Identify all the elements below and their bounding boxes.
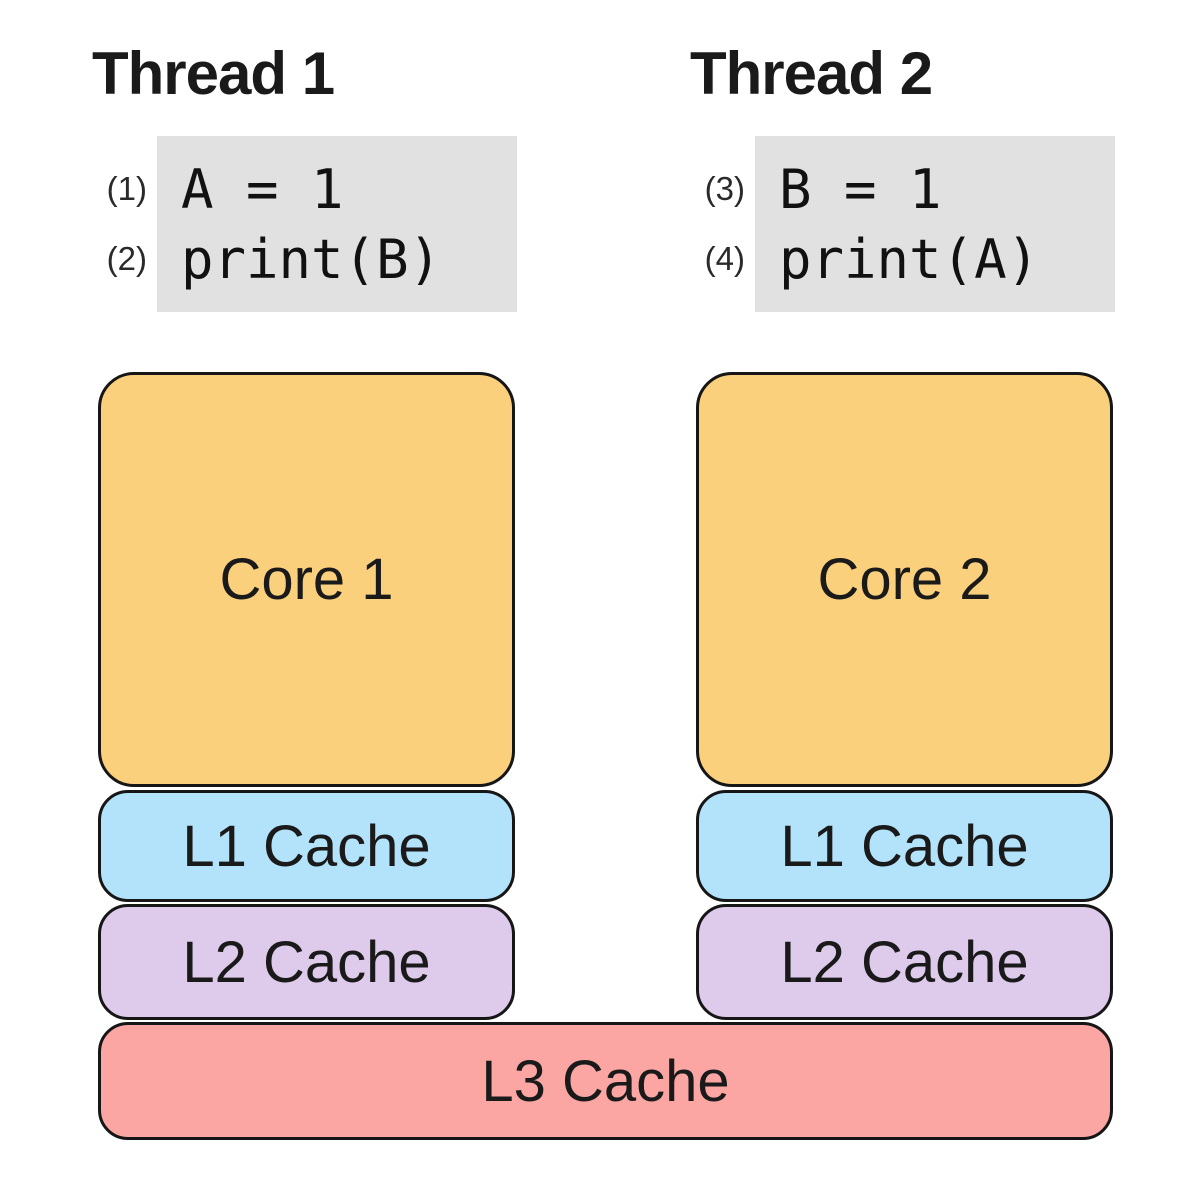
line-number: (1) bbox=[106, 170, 147, 207]
core-1-l1-cache-label: L1 Cache bbox=[182, 813, 431, 879]
thread-1-title: Thread 1 bbox=[92, 40, 335, 107]
code-line: print(B) bbox=[181, 227, 442, 291]
core-2-box: Core 2 bbox=[696, 372, 1113, 787]
code-line: print(A) bbox=[779, 227, 1040, 291]
core-1-l2-cache-box: L2 Cache bbox=[98, 904, 515, 1020]
code-line: A = 1 bbox=[181, 157, 344, 221]
core-1-label: Core 1 bbox=[219, 547, 394, 612]
thread-2-code-block: (3) (4) B = 1 print(A) bbox=[703, 136, 1115, 312]
core-1-box: Core 1 bbox=[98, 372, 515, 787]
core-2-l2-cache-label: L2 Cache bbox=[780, 929, 1029, 995]
l3-cache-label: L3 Cache bbox=[481, 1048, 730, 1114]
thread-2-code-area: B = 1 print(A) bbox=[755, 136, 1115, 312]
thread-2-line-numbers: (3) (4) bbox=[703, 136, 755, 312]
core-1-l1-cache-box: L1 Cache bbox=[98, 790, 515, 902]
core-2-l2-cache-box: L2 Cache bbox=[696, 904, 1113, 1020]
line-number: (4) bbox=[704, 240, 745, 277]
core-2-label: Core 2 bbox=[817, 547, 992, 612]
thread-2-title: Thread 2 bbox=[690, 40, 933, 107]
thread-1-code-block: (1) (2) A = 1 print(B) bbox=[105, 136, 517, 312]
line-number: (2) bbox=[106, 240, 147, 277]
line-number: (3) bbox=[704, 170, 745, 207]
core-1-l2-cache-label: L2 Cache bbox=[182, 929, 431, 995]
code-line: B = 1 bbox=[779, 157, 942, 221]
core-2-l1-cache-label: L1 Cache bbox=[780, 813, 1029, 879]
thread-1-code-area: A = 1 print(B) bbox=[157, 136, 517, 312]
core-2-l1-cache-box: L1 Cache bbox=[696, 790, 1113, 902]
l3-cache-box: L3 Cache bbox=[98, 1022, 1113, 1140]
thread-1-line-numbers: (1) (2) bbox=[105, 136, 157, 312]
